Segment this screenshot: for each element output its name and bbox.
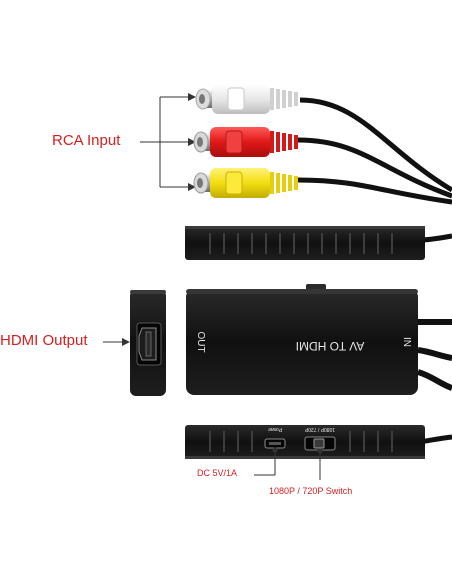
- power-port-label: Power: [268, 426, 283, 432]
- slide-switch-icon: [304, 436, 336, 451]
- converter-front-face: [186, 284, 452, 395]
- front-label-av-to-hdmi: AV TO HDMI: [296, 339, 365, 353]
- converter-top-view: [185, 226, 452, 260]
- rca-plug-red: [193, 127, 298, 157]
- hdmi-port-icon: [136, 322, 162, 366]
- port-label-out: OUT: [195, 331, 206, 352]
- hdmi-callout-arrow: [103, 338, 130, 346]
- rca-callout-bracket: [140, 96, 190, 188]
- rca-plug-white: [195, 84, 298, 114]
- switch-port-label: 1080P / 720P: [304, 426, 335, 432]
- micro-usb-port-icon: [264, 438, 286, 449]
- rca-plug-yellow: [193, 168, 298, 198]
- rca-cable-bundle: [297, 97, 452, 205]
- hdmi-output-label: HDMI Output: [0, 332, 88, 349]
- rca-input-label: RCA Input: [52, 132, 121, 149]
- rca-callout-arrows: [188, 93, 196, 191]
- resolution-switch-label: 1080P / 720P Switch: [269, 486, 353, 496]
- bottom-callout-dots: [272, 447, 323, 454]
- dc-power-label: DC 5V/1A: [197, 468, 238, 478]
- port-label-in: IN: [401, 337, 412, 347]
- bottom-callout-lines: [254, 452, 321, 480]
